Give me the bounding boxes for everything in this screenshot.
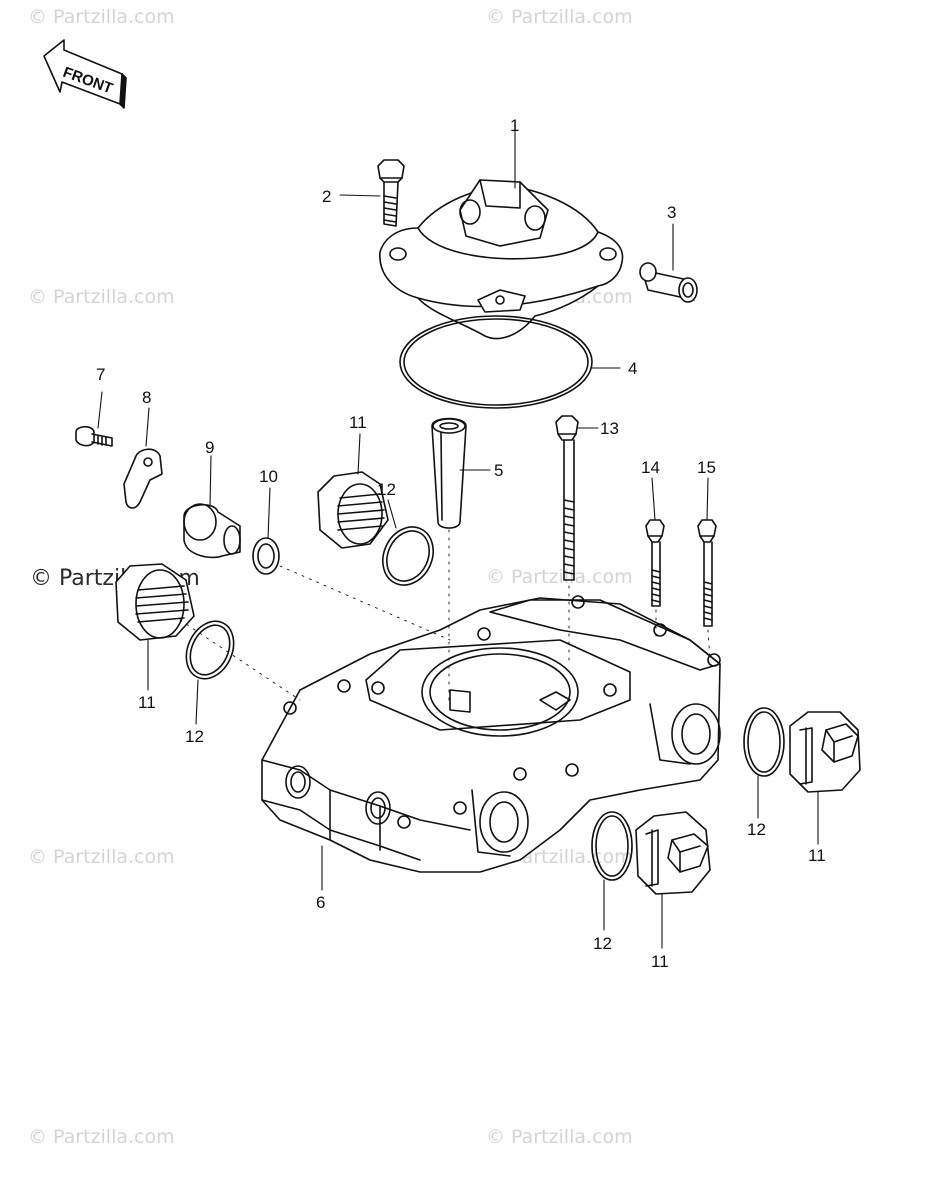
bolt (377, 159, 405, 227)
small-bolt (75, 425, 113, 447)
long-bolt (555, 415, 579, 581)
callout-11: 11 (651, 952, 669, 971)
callout-6: 6 (316, 893, 326, 912)
callout-12: 12 (593, 934, 612, 953)
bolt (645, 519, 665, 607)
watermark: © Partzilla.com (28, 846, 175, 868)
head-cover (261, 595, 721, 873)
callout-7: 7 (96, 365, 106, 384)
watermark: © Partzilla.com (28, 286, 175, 308)
fitting (183, 503, 241, 559)
hex-plug (789, 711, 861, 793)
front-arrow-icon: FRONT (43, 39, 127, 109)
callout-13: 13 (600, 419, 619, 438)
callout-12: 12 (747, 820, 766, 839)
callout-5: 5 (494, 461, 504, 480)
collar (639, 262, 698, 303)
callout-11: 11 (138, 693, 156, 712)
pipe (431, 417, 467, 529)
washer (252, 537, 280, 575)
callout-14: 14 (641, 458, 660, 477)
o-ring (382, 526, 434, 586)
callout-12: 12 (377, 480, 396, 499)
o-ring (185, 620, 235, 680)
plug (115, 563, 195, 641)
o-ring (743, 707, 785, 777)
watermark: © Partzilla.com (486, 6, 633, 28)
callout-8: 8 (142, 388, 152, 407)
callout-15: 15 (697, 458, 716, 477)
breather-cover (379, 179, 624, 340)
callout-11: 11 (808, 846, 826, 865)
callout-4: 4 (628, 359, 638, 378)
bolt (697, 519, 717, 627)
callout-1: 1 (510, 116, 520, 135)
watermark: © Partzilla.com (486, 566, 633, 588)
hex-plug (635, 811, 711, 895)
callout-2: 2 (322, 187, 332, 206)
large-o-ring (399, 315, 593, 409)
watermark: © Partzilla.com (28, 6, 175, 28)
watermark: © Partzilla.com (486, 1126, 633, 1148)
callout-12: 12 (185, 727, 204, 746)
plug (317, 471, 389, 549)
bracket (123, 448, 163, 509)
watermark: © Partzilla.com (28, 1126, 175, 1148)
o-ring (591, 811, 633, 881)
callout-11: 11 (349, 413, 367, 432)
callout-3: 3 (667, 203, 677, 222)
callout-10: 10 (259, 467, 278, 486)
callout-9: 9 (205, 438, 215, 457)
